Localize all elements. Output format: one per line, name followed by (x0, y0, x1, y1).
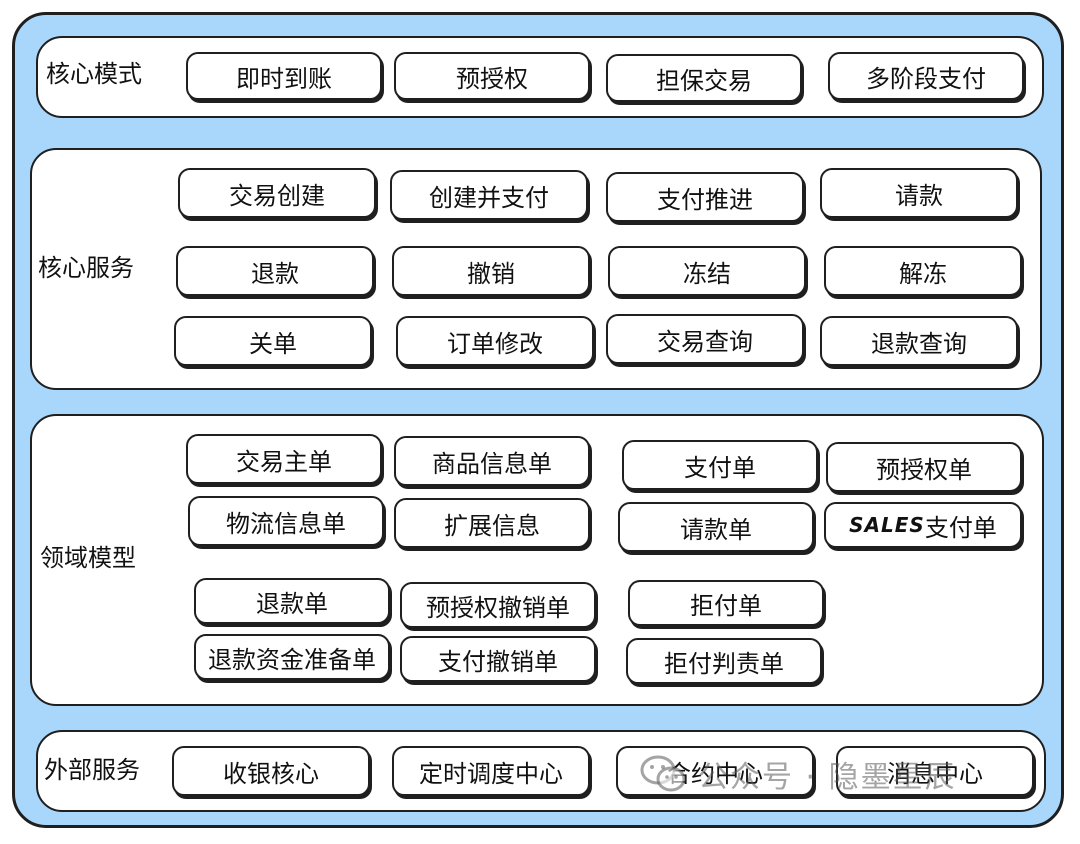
service-box-refund: 退款 (176, 246, 374, 296)
service-box-refund-query: 退款查询 (820, 316, 1018, 366)
service-box-create-pay: 创建并支付 (390, 170, 588, 220)
service-box-advance: 支付推进 (606, 172, 804, 222)
layer-label-core-service: 核心服务 (38, 254, 134, 282)
model-box-preauth-cancel: 预授权撤销单 (400, 582, 596, 628)
model-box-refund: 退款单 (194, 578, 390, 624)
sales-payment-label: 支付单 (924, 513, 997, 542)
service-box-modify: 订单修改 (396, 316, 594, 366)
service-box-close: 关单 (174, 316, 372, 366)
service-box-cancel: 撤销 (392, 246, 590, 296)
sales-prefix: SALES (849, 513, 925, 537)
service-box-trade-query: 交易查询 (606, 314, 804, 364)
model-box-ext-info: 扩展信息 (394, 498, 590, 548)
external-box-cashier: 收银核心 (172, 746, 370, 796)
mode-box-preauth: 预授权 (394, 52, 590, 100)
model-box-chargeback-judge: 拒付判责单 (626, 638, 822, 684)
mode-box-instant: 即时到账 (186, 52, 382, 100)
external-box-message: 消息中心 (836, 746, 1034, 796)
mode-box-guarantee: 担保交易 (606, 54, 802, 102)
external-box-scheduler: 定时调度中心 (392, 746, 590, 796)
service-box-create: 交易创建 (178, 168, 376, 218)
layer-label-domain-model: 领域模型 (40, 544, 136, 572)
layer-label-external-service: 外部服务 (44, 756, 140, 784)
model-box-goods-info: 商品信息单 (394, 436, 590, 486)
model-box-refund-fund-prep: 退款资金准备单 (194, 634, 390, 680)
mode-box-multistage: 多阶段支付 (828, 52, 1024, 100)
model-box-capture: 请款单 (618, 502, 814, 552)
model-box-chargeback: 拒付单 (628, 580, 824, 626)
external-box-contract: 合约中心 (616, 746, 814, 796)
model-box-logistics: 物流信息单 (188, 496, 384, 546)
service-box-freeze: 冻结 (608, 246, 806, 296)
service-box-unfreeze: 解冻 (824, 246, 1022, 296)
model-box-payment-cancel: 支付撤销单 (400, 636, 596, 682)
model-box-payment: 支付单 (622, 440, 818, 490)
model-box-trade-main: 交易主单 (186, 434, 382, 484)
service-box-capture: 请款 (820, 168, 1018, 218)
layer-label-core-mode: 核心模式 (46, 60, 142, 88)
model-box-preauth: 预授权单 (826, 442, 1022, 492)
